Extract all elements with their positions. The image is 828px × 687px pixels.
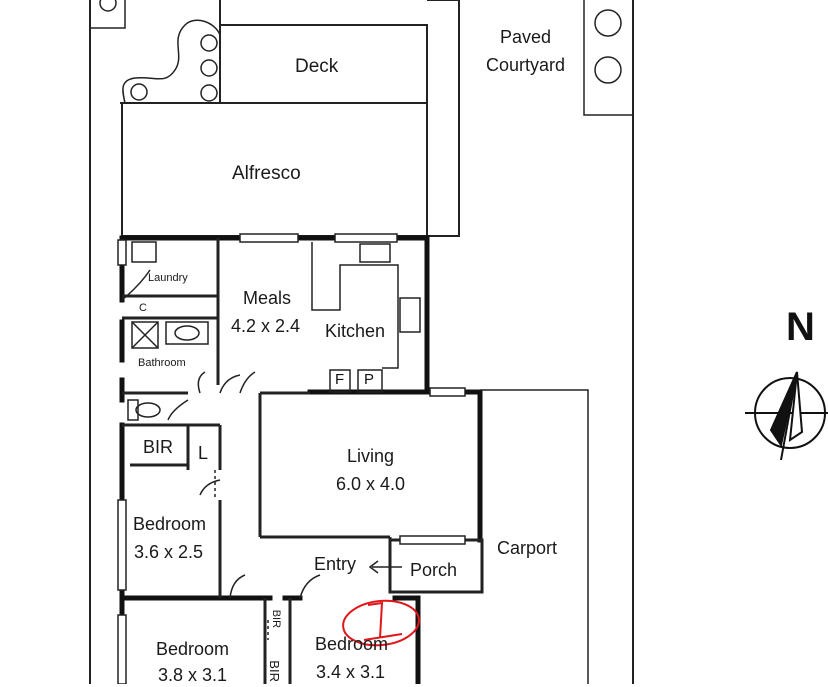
pantry-label: P bbox=[364, 371, 375, 388]
garden-bed bbox=[122, 19, 221, 104]
door-swings bbox=[121, 269, 321, 640]
bedroom2-label: Bedroom bbox=[156, 639, 230, 659]
courtyard-shrubs bbox=[583, 0, 633, 116]
deck-label: Deck bbox=[295, 56, 339, 77]
shrub-box bbox=[90, 0, 126, 29]
meals-size: 4.2 x 2.4 bbox=[231, 316, 301, 336]
wet-area-fixtures bbox=[127, 241, 209, 421]
kitchen-bench bbox=[311, 242, 421, 393]
meals-label: Meals bbox=[243, 288, 292, 308]
entry-label: Entry bbox=[314, 554, 357, 574]
deck-area bbox=[120, 0, 428, 104]
carport-label: Carport bbox=[497, 538, 558, 558]
entry-arrow bbox=[368, 560, 402, 574]
annotation-circle bbox=[342, 599, 420, 647]
carport bbox=[480, 389, 589, 684]
living-label: Living bbox=[347, 446, 395, 466]
site-boundary bbox=[89, 0, 634, 684]
bathroom-label: Bathroom bbox=[138, 357, 186, 369]
bir-label-2: BIR bbox=[270, 609, 283, 629]
bedroom1-size: 3.6 x 2.5 bbox=[134, 542, 204, 562]
kitchen-label: Kitchen bbox=[325, 321, 386, 341]
house-walls bbox=[119, 235, 483, 684]
alfresco-area bbox=[121, 0, 460, 237]
north-label: N bbox=[786, 305, 815, 349]
compass-rose bbox=[745, 371, 828, 461]
bedroom3-size: 3.4 x 3.1 bbox=[316, 662, 386, 682]
cupboard-label: C bbox=[139, 302, 147, 314]
courtyard-label: Courtyard bbox=[486, 55, 566, 75]
porch-label: Porch bbox=[410, 560, 458, 580]
internal-walls bbox=[122, 238, 484, 684]
laundry-label: Laundry bbox=[148, 272, 188, 284]
bedroom2-size: 3.8 x 3.1 bbox=[158, 665, 228, 685]
linen-label: L bbox=[198, 443, 209, 463]
paved-label: Paved bbox=[500, 27, 552, 47]
bir-label-3: BIR bbox=[266, 660, 282, 682]
windows bbox=[117, 233, 466, 684]
bedroom3-label: Bedroom bbox=[315, 634, 389, 654]
bir-label-1: BIR bbox=[143, 437, 174, 457]
alfresco-label: Alfresco bbox=[232, 163, 301, 184]
living-size: 6.0 x 4.0 bbox=[336, 474, 406, 494]
fridge-label: F bbox=[335, 371, 345, 388]
bedroom1-label: Bedroom bbox=[133, 514, 207, 534]
